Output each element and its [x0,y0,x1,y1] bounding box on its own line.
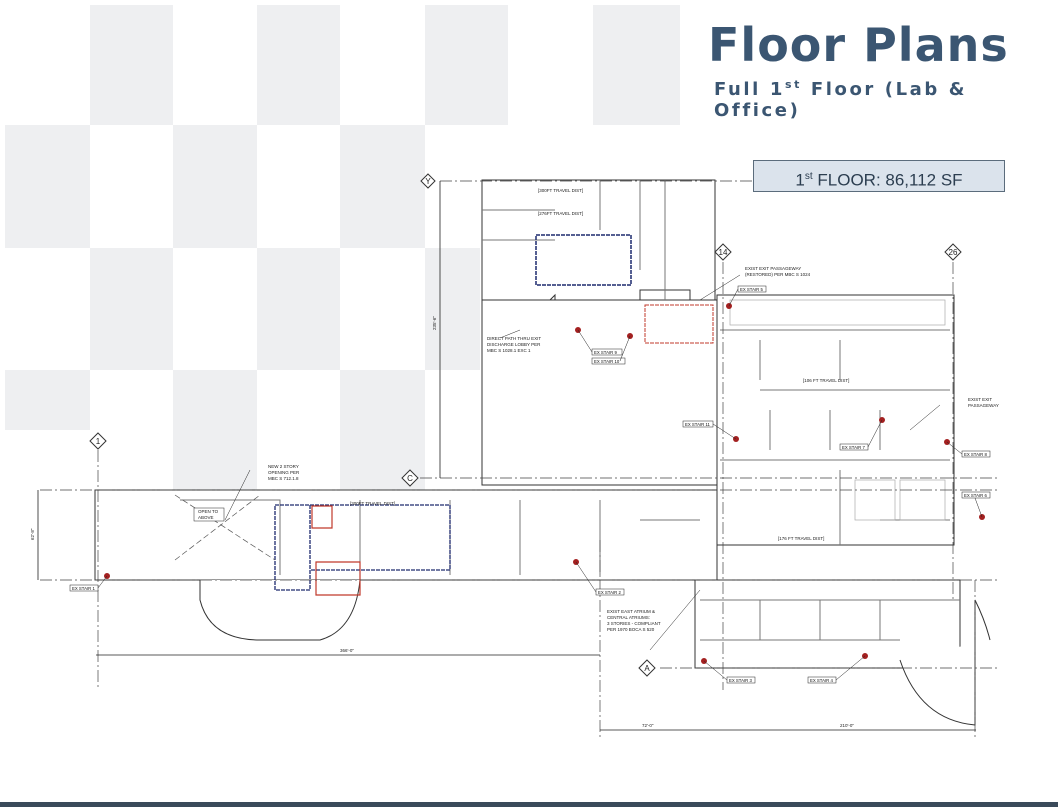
stair-label-6: EX STAIR 6 [964,493,987,498]
grid-bubble-a: A [638,659,656,677]
floor-area-box: 1st FLOOR: 86,112 SF [753,160,1005,192]
svg-text:MBC S 712.1.8: MBC S 712.1.8 [268,476,299,481]
svg-text:(RESTORED) PER MBC S 1024: (RESTORED) PER MBC S 1024 [745,272,811,277]
checker-background [5,5,680,490]
red-zone-north [644,304,714,344]
svg-text:A: A [644,664,650,673]
stair-label-8: EX STAIR 8 [964,452,987,457]
svg-text:OPENING PER: OPENING PER [268,470,300,475]
stair-label-2: EX STAIR 2 [598,590,621,595]
grid-bubble-26: 26 [944,243,962,261]
bottom-border [0,802,1058,807]
svg-text:MBC S 1028.1 EXC 1: MBC S 1028.1 EXC 1 [487,348,531,353]
stair-label-9: EX STAIR 9 [594,350,617,355]
page-title: Floor Plans [708,18,1009,72]
note-travel-4: [176 FT TRAVEL DIST] [778,536,824,541]
stair-label-11: EX STAIR 11 [685,422,711,427]
open-to-above-hatch [174,494,276,561]
svg-text:PER 1970 BOCA S 520: PER 1970 BOCA S 520 [607,627,655,632]
stair-label-5: EX STAIR 5 [740,287,763,292]
page-subtitle: Full 1st Floor (Lab & Office) [714,78,968,121]
svg-text:ABOVE: ABOVE [198,515,214,520]
grid-bubble-1: 1 [89,432,107,450]
stair-label-3: EX STAIR 3 [729,678,752,683]
dim-210: 210'-0" [840,723,854,728]
grid-bubble-14: 14 [714,243,732,261]
red-zone-west [311,505,361,596]
leader-lines [97,274,983,681]
svg-text:14: 14 [719,248,728,257]
note-open-to-above: OPEN TO [198,509,219,514]
dimension-lines [37,181,976,731]
note-direct-path: DIRECT PATH THRU EXIT [487,336,541,341]
svg-text:CENTRAL ATRIUMS:: CENTRAL ATRIUMS: [607,615,650,620]
svg-text:C: C [407,474,413,483]
grid-bubble-y: Y [420,173,436,189]
note-travel-1: [300FT TRAVEL DIST] [538,188,583,193]
note-atrium: EXIST EAST ATRIUM & [607,609,655,614]
svg-text:PASSAGEWAY: PASSAGEWAY [968,403,999,408]
svg-text:Y: Y [425,177,431,186]
dim-vertical: 235'-6" [432,316,437,330]
stair-label-1: EX STAIR 1 [72,586,95,591]
open-to-above-box [193,507,225,522]
grid-bubble-c: C [401,469,419,487]
svg-text:26: 26 [949,248,958,257]
note-travel-2: [276FT TRAVEL DIST] [538,211,583,216]
stair-label-4: EX STAIR 4 [810,678,833,683]
svg-text:3 STORIES - COMPLIANT: 3 STORIES - COMPLIANT [607,621,661,626]
dim-left: 62'-8" [30,528,35,540]
note-travel-5: [300FT TRAVEL DIST] [350,501,395,506]
svg-text:1: 1 [96,437,101,446]
stair-tags [69,285,991,684]
note-travel-3: [106 FT TRAVEL DIST] [803,378,849,383]
blue-zone-west [274,504,451,591]
blue-zone-north [535,234,632,286]
note-new-opening: NEW 2 STORY [268,464,299,469]
stair-label-10: EX STAIR 10 [594,359,620,364]
note-exit-passage-east: EXIST EXIT [968,397,992,402]
stair-label-7: EX STAIR 7 [842,445,865,450]
svg-text:DISCHARGE LOBBY PER: DISCHARGE LOBBY PER [487,342,541,347]
note-exit-passage-restored: EXIST EXIT PASSAGEWAY [745,266,801,271]
dim-total: 366'-0" [340,648,354,653]
dim-72: 72'-0" [642,723,654,728]
building-outline [94,179,991,726]
